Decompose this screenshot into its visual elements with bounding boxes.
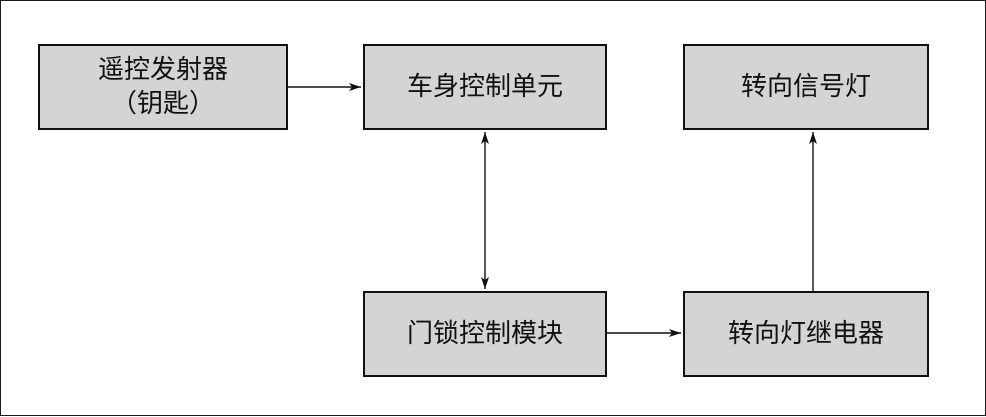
node-bcm-label: 车身控制单元 (406, 72, 563, 102)
node-relay-label: 转向灯继电器 (727, 319, 884, 349)
node-turn-signal-lamp: 转向信号灯 (683, 44, 929, 130)
node-doorlock-label: 门锁控制模块 (406, 319, 563, 349)
node-body-control-unit: 车身控制单元 (363, 44, 607, 130)
node-turn-signal-relay: 转向灯继电器 (683, 291, 929, 377)
node-remote-transmitter: 遥控发射器 （钥匙） (38, 44, 288, 130)
node-signal-label: 转向信号灯 (740, 72, 871, 102)
node-door-lock-module: 门锁控制模块 (363, 291, 607, 377)
node-remote-line1: 遥控发射器 (97, 55, 228, 85)
node-remote-line2: （钥匙） (110, 89, 215, 119)
